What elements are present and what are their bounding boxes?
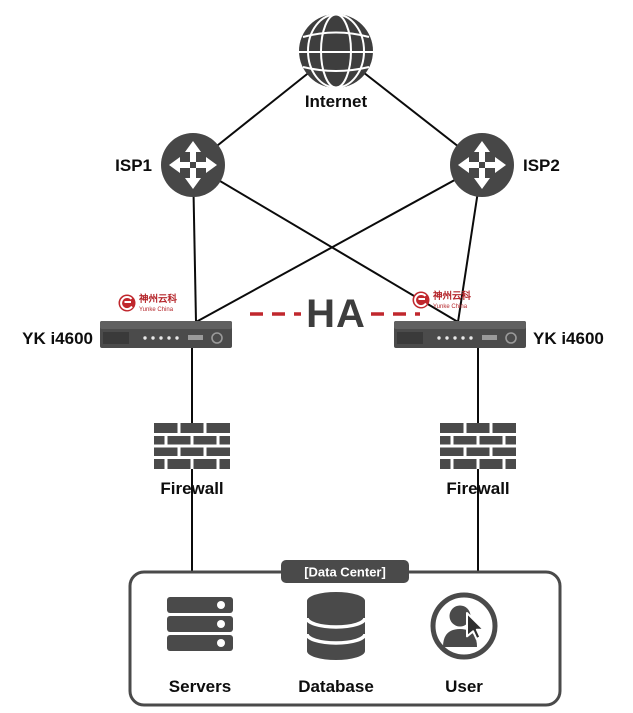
device-right-label: YK i4600: [533, 329, 604, 348]
node-database: [305, 592, 367, 660]
node-device-left: 神州云科 Yunke China YK i4600: [22, 293, 233, 349]
datacenter-badge: [281, 560, 409, 583]
node-firewall-right: Firewall: [438, 421, 518, 498]
user-label: User: [445, 677, 483, 696]
isp2-router-icon: [450, 133, 514, 197]
isp1-router-icon: [161, 133, 225, 197]
device-left-label: YK i4600: [22, 329, 93, 348]
firewall-right-label: Firewall: [446, 479, 509, 498]
firewall-left-label: Firewall: [160, 479, 223, 498]
datacenter-badge-label: [Data Center]: [304, 565, 386, 580]
firewall-right-icon: [438, 421, 518, 471]
internet-label: Internet: [305, 92, 368, 111]
vendor-subtitle: Yunke China: [433, 304, 468, 310]
node-user: [430, 592, 498, 660]
vendor-logo-icon: [411, 290, 431, 310]
vendor-logo-icon: [117, 293, 137, 313]
node-servers: [167, 597, 233, 651]
firewall-left-icon: [152, 421, 232, 471]
isp1-label: ISP1: [115, 156, 152, 175]
database-icon: [305, 592, 367, 660]
cursor-arrow-icon: [466, 612, 485, 640]
isp2-label: ISP2: [523, 156, 560, 175]
vendor-name: 神州云科: [139, 293, 178, 305]
vendor-name: 神州云科: [433, 290, 472, 302]
datacenter-group: [Data Center] Servers Database: [128, 560, 562, 707]
appliance-right-icon: [393, 320, 527, 349]
servers-label: Servers: [169, 677, 231, 696]
ha-link: HA: [250, 292, 420, 336]
vendor-subtitle: Yunke China: [139, 307, 174, 313]
ha-label: HA: [306, 292, 366, 336]
internet-globe-icon: [298, 13, 374, 89]
node-firewall-left: Firewall: [152, 421, 232, 498]
node-isp1: ISP1: [115, 133, 225, 197]
servers-icon: [167, 597, 233, 651]
node-device-right: 神州云科 Yunke China YK i4600: [393, 290, 604, 349]
edge-isp2-device-left: [195, 164, 483, 323]
node-isp2: ISP2: [450, 133, 560, 197]
appliance-left-icon: [99, 320, 233, 349]
database-label: Database: [298, 677, 374, 696]
node-internet: Internet: [298, 13, 374, 111]
user-icon: [430, 592, 498, 660]
